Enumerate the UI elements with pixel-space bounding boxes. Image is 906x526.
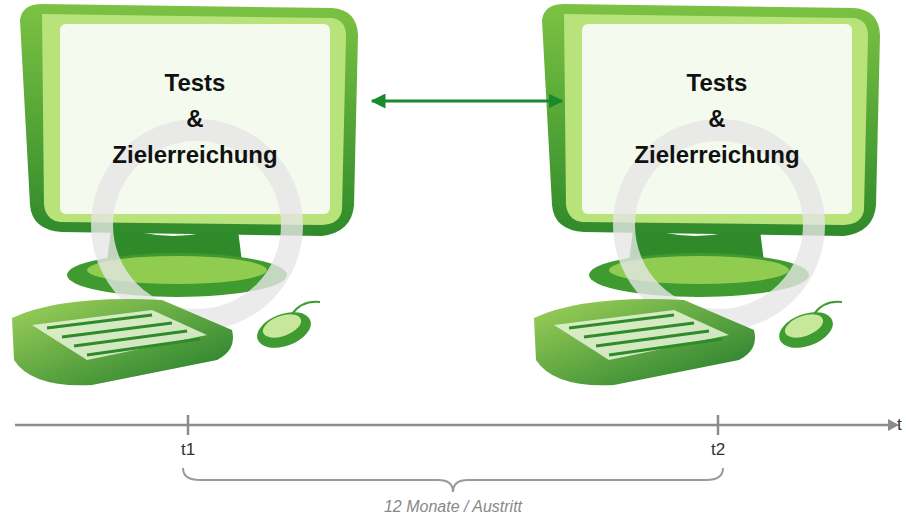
- tick-label: t1: [181, 440, 195, 460]
- screen-text: Tests & Zielerreichung: [622, 65, 812, 173]
- screen-box: Tests & Zielerreichung: [584, 26, 850, 212]
- axis-label: t: [897, 415, 902, 435]
- screen-text: Tests & Zielerreichung: [100, 65, 290, 173]
- screen-box: Tests & Zielerreichung: [62, 26, 328, 212]
- tick-label: t2: [711, 440, 725, 460]
- double-arrow: [372, 100, 562, 103]
- caption-text: 12 Monate / Austritt: [384, 498, 522, 516]
